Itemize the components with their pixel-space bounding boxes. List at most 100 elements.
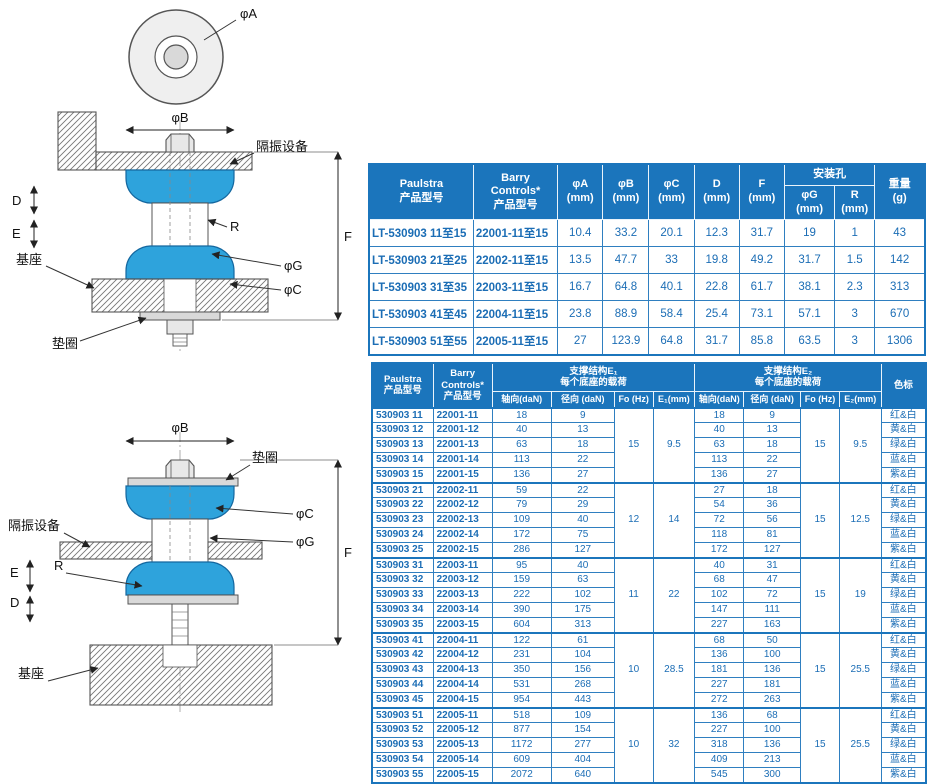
equipment-leader <box>63 532 91 548</box>
table-cell: 2.3 <box>834 273 876 302</box>
table-cell: 227 <box>694 722 745 739</box>
table-cell: 350 <box>491 662 552 678</box>
bolt-head <box>165 459 195 479</box>
table-cell: 18 <box>550 437 615 453</box>
table-cell: 213 <box>743 751 802 768</box>
table-cell: 604 <box>491 616 552 634</box>
table-cell: 33 <box>648 246 695 275</box>
table-cell: 530903 22 <box>371 497 434 514</box>
upper-rubber-element <box>125 485 235 520</box>
table-cell: 22.8 <box>693 273 740 302</box>
table-cell: 22004-12 <box>432 647 493 664</box>
table-cell: 2072 <box>491 766 552 784</box>
table-cell: 10.4 <box>557 219 604 248</box>
table-cell: 530903 55 <box>371 766 434 784</box>
phiA-leader <box>203 19 237 41</box>
table-cell: 22005-11至15 <box>472 327 559 356</box>
washer-label: 垫圈 <box>252 450 278 465</box>
table-cell: 绿&白 <box>880 437 927 453</box>
table-cell: 黄&白 <box>880 572 927 589</box>
metal-sleeve <box>151 202 209 247</box>
table-cell: 68 <box>694 572 745 589</box>
table-cell: 黄&白 <box>880 722 927 739</box>
table-cell: 68 <box>743 706 802 724</box>
table-cell: 22003-11至15 <box>472 273 559 302</box>
table-cell: 紫&白 <box>880 691 927 709</box>
table-cell: 25.5 <box>838 631 882 709</box>
col-header-e2-radial: 径向 (daN) <box>743 390 802 409</box>
washer-leader <box>79 316 147 342</box>
table-cell: 313 <box>550 616 615 634</box>
table-cell: 100 <box>743 722 802 739</box>
table-cell: 136 <box>694 647 745 664</box>
table-cell: 50 <box>743 631 802 649</box>
table-cell: 122 <box>491 631 552 649</box>
table-cell: 黄&白 <box>880 497 927 514</box>
table-cell: 95 <box>491 556 552 574</box>
table-cell: 12.5 <box>838 481 882 559</box>
table-cell: 19 <box>838 556 882 634</box>
table-cell: 530903 53 <box>371 737 434 753</box>
table-cell: 954 <box>491 691 552 709</box>
table-cell: 15 <box>800 406 840 484</box>
table-cell: 1.5 <box>834 246 876 275</box>
table-cell: 22005-13 <box>432 737 493 753</box>
table-cell: 530903 34 <box>371 601 434 618</box>
table-cell: 12.3 <box>693 219 740 248</box>
col-header-e2: E₂(mm) <box>838 390 882 409</box>
table-cell: 59 <box>491 481 552 499</box>
col-header-e1-fo: Fo (Hz) <box>613 390 654 409</box>
table-cell: 100 <box>743 647 802 664</box>
table-cell: 81 <box>743 526 802 543</box>
table-cell: 22001-14 <box>432 451 493 468</box>
technical-diagrams: φA φB 隔振设备 <box>8 6 352 712</box>
table-cell: 22002-11至15 <box>472 246 559 275</box>
table-cell: 40 <box>550 556 615 574</box>
washer-plate <box>127 477 239 487</box>
equipment-leader <box>229 152 255 165</box>
table-cell: 73.1 <box>738 300 785 329</box>
col-header-e2-axial: 轴向(daN) <box>694 390 745 409</box>
phiC-label: φC <box>296 506 314 521</box>
table-cell: 22003-14 <box>432 601 493 618</box>
col-header-e2-group: 支撑结构E₂ 每个底座的载荷 <box>694 362 882 392</box>
table-cell: 3 <box>834 327 876 356</box>
bolt-head <box>165 133 195 153</box>
table-cell: 1 <box>834 219 876 248</box>
table-cell: 23.8 <box>557 300 604 329</box>
table-cell: 19.8 <box>693 246 740 275</box>
upper-rubber-element <box>125 169 235 204</box>
table-cell: LT-530903 41至45 <box>368 300 474 329</box>
table-cell: 10 <box>613 631 654 709</box>
table-cell: 49.2 <box>738 246 785 275</box>
table-cell: 40 <box>694 422 745 439</box>
phiB-label: φB <box>171 110 188 125</box>
col-header-color: 色标 <box>880 362 927 409</box>
table-cell: 15 <box>800 556 840 634</box>
table-cell: 277 <box>550 737 615 753</box>
table-cell: 22005-11 <box>432 706 493 724</box>
section-view-1: φB 隔振设备 <box>12 110 352 352</box>
table-cell: 136 <box>743 662 802 678</box>
table-cell: 127 <box>550 541 615 559</box>
table-cell: 蓝&白 <box>880 451 927 468</box>
table-cell: 40.1 <box>648 273 695 302</box>
table-cell: 11 <box>613 556 654 634</box>
table-cell: 390 <box>491 601 552 618</box>
table-cell: 绿&白 <box>880 587 927 603</box>
table-cell: 1172 <box>491 737 552 753</box>
table-cell: 29 <box>550 497 615 514</box>
table-cell: 22005-12 <box>432 722 493 739</box>
table-cell: 27 <box>694 481 745 499</box>
table-cell: 22004-11至15 <box>472 300 559 329</box>
table-cell: 123.9 <box>602 327 650 356</box>
table-cell: 22004-13 <box>432 662 493 678</box>
table-cell: 172 <box>694 541 745 559</box>
table-cell: 530903 15 <box>371 466 434 484</box>
